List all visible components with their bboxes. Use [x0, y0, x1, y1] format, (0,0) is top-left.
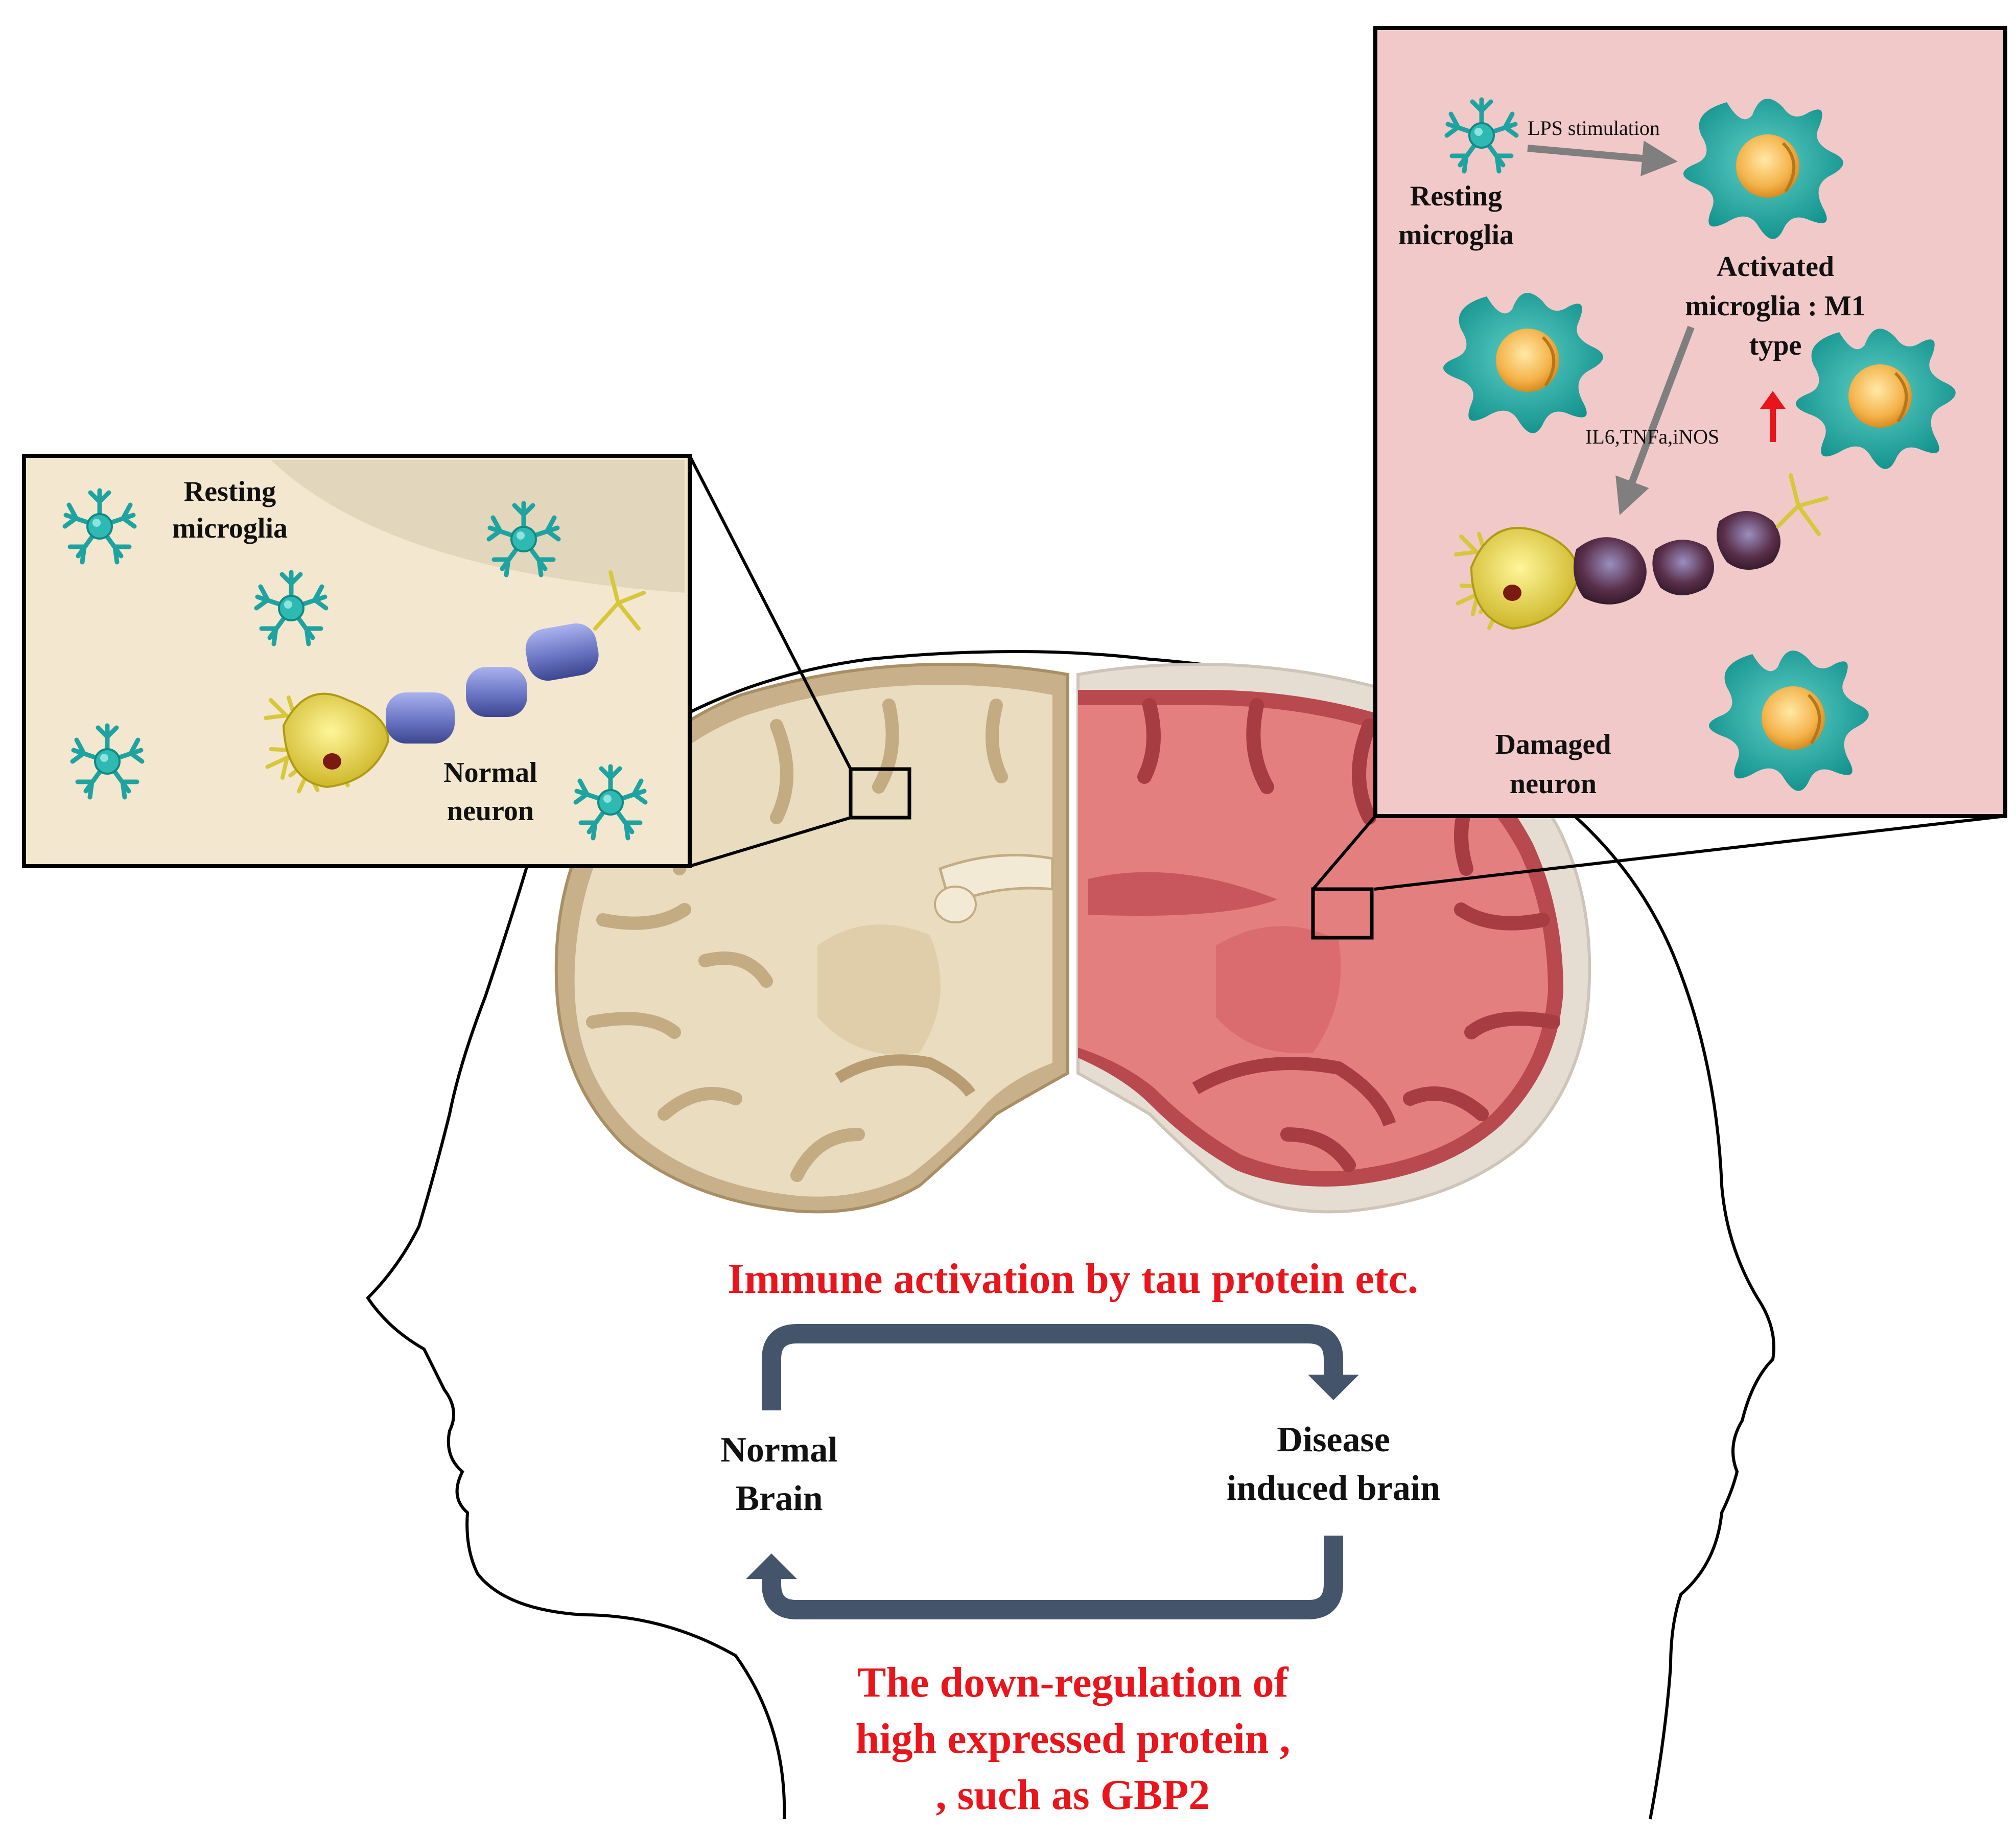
- down-regulation-label-line2: high expressed protein ,: [856, 1715, 1291, 1762]
- lps-arrow: [1527, 141, 1678, 176]
- damaged-neuron-label-line2: neuron: [1510, 768, 1597, 800]
- activated-label-line2: microglia : M1: [1685, 290, 1866, 322]
- damaged-neuron-label-line1: Damaged: [1495, 729, 1611, 760]
- disease-brain-label-line2: induced brain: [1227, 1469, 1440, 1508]
- normal-neuron-label-line1: Normal: [443, 757, 537, 788]
- lps-label: LPS stimulation: [1528, 117, 1660, 140]
- down-regulation-label-line3: , such as GBP2: [936, 1771, 1210, 1819]
- right-zoom-line: [1374, 815, 2006, 891]
- left-zoom-line: [689, 816, 851, 868]
- left-zoom-box: [849, 767, 911, 820]
- cycle-diagram: Immune activation by tau protein etc. No…: [720, 1255, 1440, 1819]
- cytokine-label: IL6,TNFa,iNOS: [1585, 425, 1719, 448]
- left-inset: Resting microglia Normal neuron: [22, 454, 692, 868]
- left-resting-label-line2: microglia: [172, 513, 288, 544]
- right-resting-label-line2: microglia: [1398, 219, 1514, 251]
- left-resting-label-line1: Resting: [184, 476, 276, 507]
- head-silhouette: [366, 650, 1775, 1820]
- cytokine-arrow: [1615, 326, 1695, 516]
- damaged-neuron-icon: [1454, 473, 1829, 634]
- disease-brain-label-line1: Disease: [1277, 1420, 1390, 1459]
- left-zoom-line: [688, 455, 852, 770]
- right-zoom-box: [1311, 887, 1374, 940]
- cycle-arrow-back: [762, 1536, 1343, 1619]
- right-zoom-line: [1311, 815, 1377, 890]
- immune-activation-label: Immune activation by tau protein etc.: [728, 1255, 1418, 1303]
- normal-neuron-label-line2: neuron: [447, 795, 534, 827]
- down-regulation-label-line1: The down-regulation of: [857, 1659, 1288, 1706]
- right-inset: LPS stimulation Resting microglia Activa…: [1373, 26, 2007, 818]
- normal-neuron-icon: [263, 570, 646, 797]
- normal-brain-label-line1: Normal: [720, 1430, 837, 1470]
- red-up-arrow-icon: [1760, 391, 1786, 442]
- normal-brain-label-line2: Brain: [735, 1479, 823, 1518]
- cycle-arrow-forward: [762, 1324, 1343, 1410]
- activated-label-line1: Activated: [1717, 251, 1834, 283]
- cycle-arrow-back-head: [746, 1553, 797, 1579]
- cycle-arrow-forward-head: [1308, 1375, 1359, 1400]
- activated-label-line3: type: [1749, 330, 1802, 361]
- right-resting-label-line1: Resting: [1410, 180, 1502, 212]
